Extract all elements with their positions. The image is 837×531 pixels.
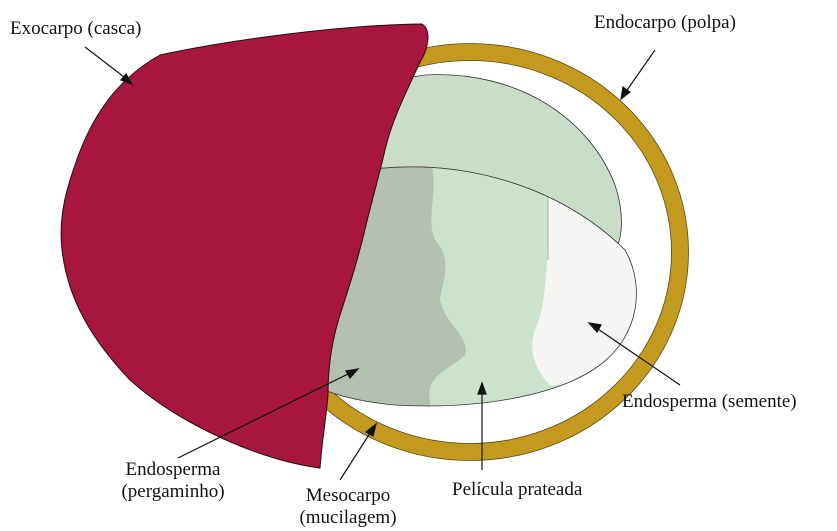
label-endosperma-pergaminho-line1: Endosperma	[88, 459, 258, 481]
arrow-exocarpo	[85, 47, 128, 80]
arrow-mesocarpo	[340, 430, 372, 480]
label-mesocarpo-line1: Mesocarpo	[278, 485, 418, 507]
label-mesocarpo-line2: (mucilagem)	[278, 507, 418, 529]
arrow-endocarpo	[625, 50, 655, 93]
label-endocarpo: Endocarpo (polpa)	[594, 12, 736, 34]
endosperm-seed-area	[532, 195, 650, 385]
label-pelicula: Película prateada	[452, 479, 582, 501]
label-mesocarpo: Mesocarpo (mucilagem)	[278, 485, 418, 529]
label-endosperma-pergaminho: Endosperma (pergaminho)	[88, 459, 258, 503]
label-exocarpo: Exocarpo (casca)	[10, 18, 141, 40]
label-endosperma-pergaminho-line2: (pergaminho)	[88, 481, 258, 503]
label-endosperma-semente: Endosperma (semente)	[622, 391, 797, 413]
